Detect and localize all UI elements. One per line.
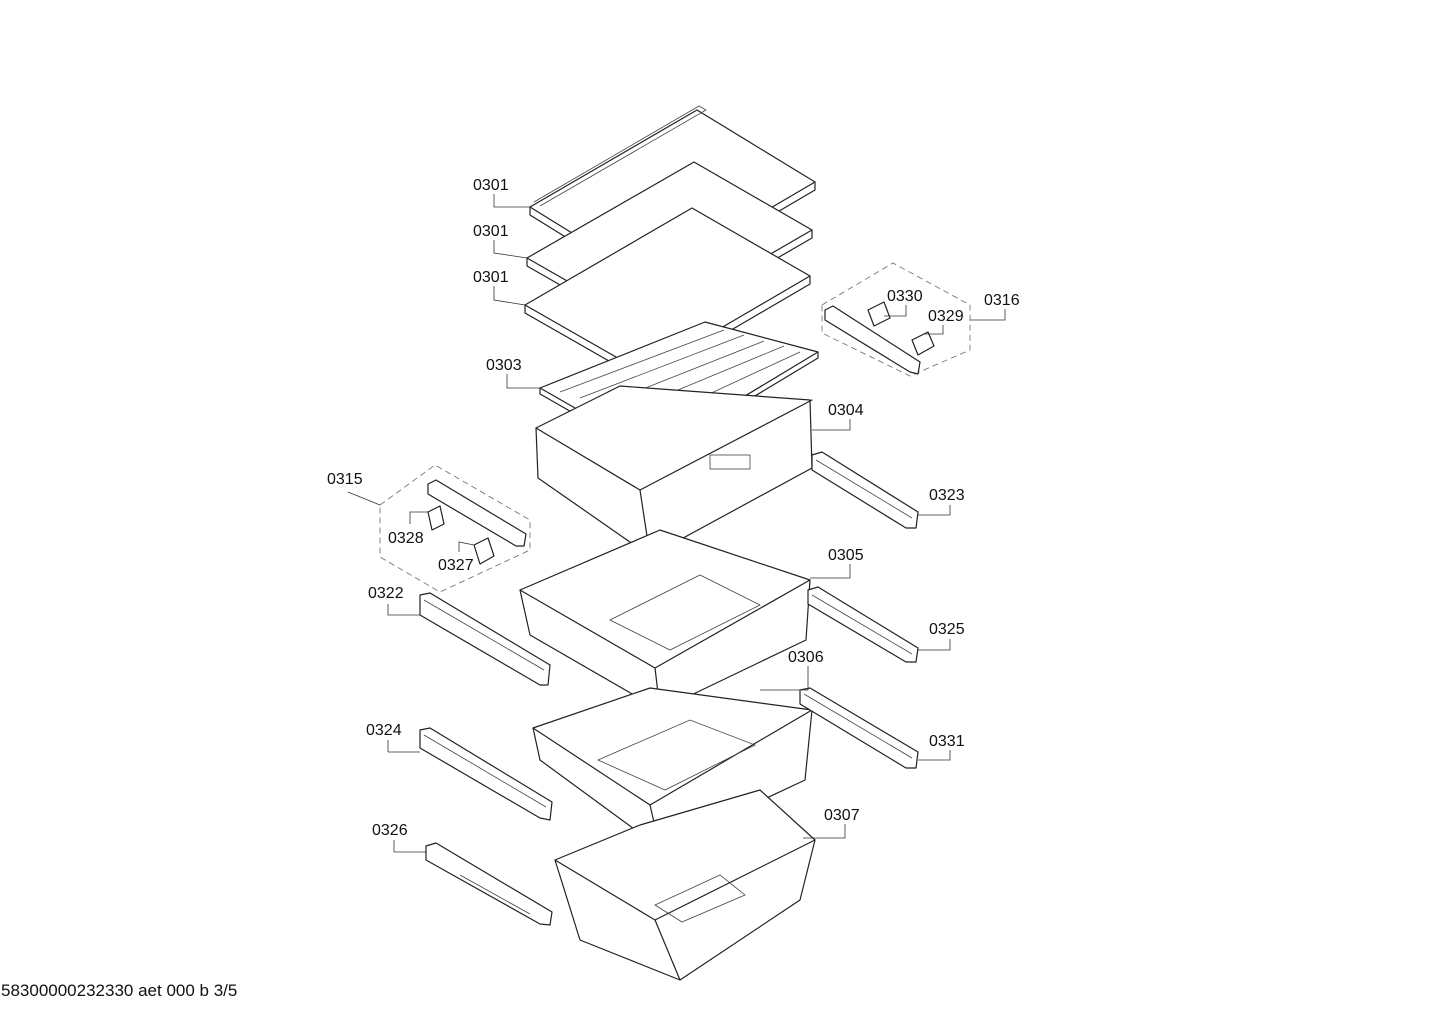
callout-0322: 0322 (368, 585, 404, 602)
callout-0325: 0325 (929, 621, 965, 638)
callout-0303: 0303 (486, 357, 522, 374)
rail-set-0316 (824, 301, 935, 375)
drawer-0304 (535, 385, 813, 557)
drawer-0307 (554, 789, 816, 981)
callout-0323: 0323 (929, 487, 965, 504)
group-box-0316 (821, 262, 971, 377)
callout-0326: 0326 (372, 822, 408, 839)
callout-0301-bottom: 0301 (473, 269, 509, 286)
callout-0301-middle: 0301 (473, 223, 509, 240)
callout-0316: 0316 (984, 292, 1020, 309)
callout-0304: 0304 (828, 402, 864, 419)
rail-0326 (425, 842, 553, 926)
callout-0331: 0331 (929, 733, 965, 750)
rail-set-0315 (427, 479, 527, 565)
rail-0323 (811, 451, 919, 529)
rail-0331 (799, 687, 919, 769)
callout-0315: 0315 (327, 471, 363, 488)
callout-0330: 0330 (887, 288, 923, 305)
callout-0301-top: 0301 (473, 177, 509, 194)
callout-0305: 0305 (828, 547, 864, 564)
rail-0325 (807, 586, 919, 663)
callout-0324: 0324 (366, 722, 402, 739)
document-id: 58300000232330 aet 000 b 3/5 (1, 981, 238, 1000)
rail-0324 (419, 727, 553, 821)
drawer-0305 (519, 529, 811, 711)
callout-0307: 0307 (824, 807, 860, 824)
leader-lines (347, 194, 1006, 853)
callout-0306: 0306 (788, 649, 824, 666)
callout-0328: 0328 (388, 530, 424, 547)
callout-0327: 0327 (438, 557, 474, 574)
callout-0329: 0329 (928, 308, 964, 325)
